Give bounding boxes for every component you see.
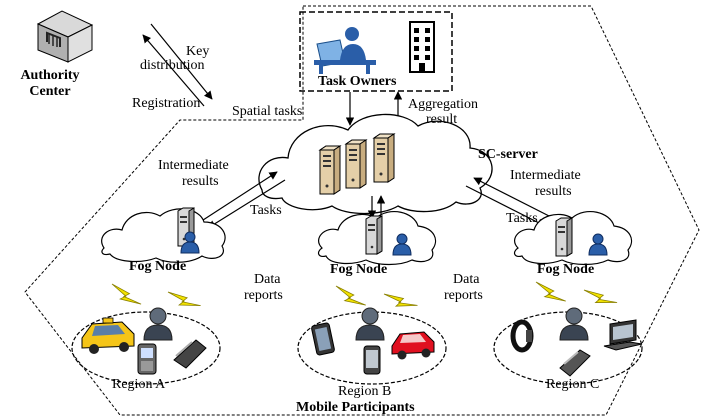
aggregation-label-line1: Aggregation (408, 97, 478, 112)
data-reports-label-left-line1: Data (254, 272, 281, 287)
intermediate-results-arrow-c (473, 177, 554, 219)
intermediate-results-label-left-line2: results (182, 174, 219, 189)
tasks-label-c: Tasks (506, 211, 538, 226)
intermediate-results-label-right-line1: Intermediate (510, 168, 581, 183)
intermediate-results-label-left-line1: Intermediate (158, 158, 229, 173)
tasks-label-a: Tasks (250, 203, 282, 218)
aggregation-label-line2: result (426, 112, 458, 127)
intermediate-results-label-right-line2: results (535, 184, 572, 199)
spatial-tasks-label: Spatial tasks (232, 104, 303, 119)
key-label-line2: distribution (140, 58, 205, 73)
participant-icon-a (143, 307, 173, 341)
tasks-arrow-c (465, 185, 546, 227)
fog-node-label-a: Fog Node (129, 259, 187, 274)
sc-server-label: SC-server (478, 147, 538, 162)
data-reports-label-right-line1: Data (453, 272, 480, 287)
authority-center-label-line2: Center (29, 84, 71, 99)
fog-server-icon-c (555, 217, 573, 257)
authority-center-label-line1: Authority (20, 68, 80, 83)
laptop-icon (603, 319, 643, 351)
mobile-phone-icon-a (137, 343, 157, 375)
mobile-participants-label: Mobile Participants (296, 400, 415, 415)
tasks-arrow-a (207, 179, 286, 229)
region-b-label: Region B (338, 384, 392, 399)
flip-phone-icon-a (173, 339, 207, 369)
region-c-label: Region C (546, 377, 600, 392)
registration-arrow (142, 34, 205, 107)
smartphone-icon-b (363, 345, 381, 375)
data-reports-label-left-line2: reports (244, 288, 283, 303)
task-owners-box (299, 11, 453, 92)
fog-server-icon-b (365, 215, 383, 255)
task-owner-building-icon (409, 21, 435, 73)
data-reports-label-right-line2: reports (444, 288, 483, 303)
flip-phone-icon-c (559, 349, 591, 377)
smart-band-icon (510, 319, 534, 353)
fog-node-label-b: Fog Node (330, 262, 388, 277)
region-a-label: Region A (112, 377, 166, 392)
intermediate-results-arrow-a (199, 171, 278, 223)
fog-cloud-a (101, 208, 226, 263)
task-owner-person-icon (314, 27, 376, 74)
region-a-ellipse (71, 311, 221, 385)
task-owners-label: Task Owners (318, 74, 397, 89)
car-icon (391, 331, 435, 360)
key-distribution-arrow (150, 23, 213, 100)
key-label-line1: Key (186, 44, 210, 59)
system-boundary (24, 5, 700, 416)
taxi-icon (81, 317, 135, 354)
fog-node-label-c: Fog Node (537, 262, 595, 277)
authority-building-icon (36, 10, 94, 63)
registration-label: Registration (132, 96, 201, 111)
tablet-icon-b (311, 322, 335, 356)
